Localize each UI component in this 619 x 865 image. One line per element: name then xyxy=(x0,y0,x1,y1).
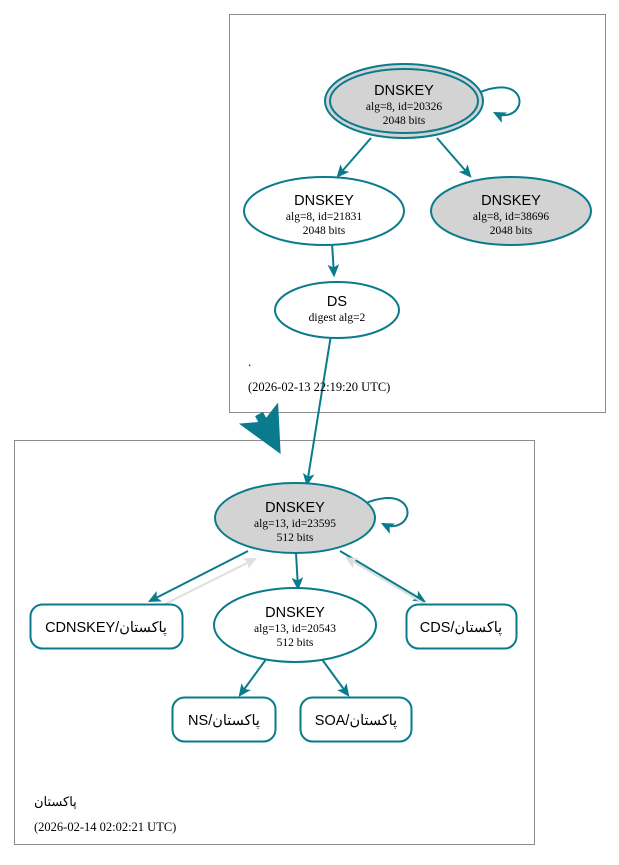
zone-timestamp-root: (2026-02-13 22:19:20 UTC) xyxy=(248,380,390,394)
node-dnskey-20543-title: DNSKEY xyxy=(265,605,325,621)
edge-dnskey20326-to-dnskey21831 xyxy=(336,137,372,178)
edge-dnskey23595-self xyxy=(365,497,409,534)
node-dnskey-23595-title: DNSKEY xyxy=(265,500,325,516)
edge-dnskey20326-self xyxy=(477,86,521,123)
node-dnskey-21831-title: DNSKEY xyxy=(294,193,354,209)
node-dnskey-20326-title: DNSKEY xyxy=(374,83,434,99)
node-dnskey-38696[interactable]: DNSKEY alg=8, id=38696 2048 bits xyxy=(430,176,592,246)
node-dnskey-20326-line2: alg=8, id=20326 xyxy=(366,101,442,113)
node-dnskey-20326-line3: 2048 bits xyxy=(383,115,426,127)
node-dnskey-20326[interactable]: DNSKEY alg=8, id=20326 2048 bits xyxy=(324,63,484,139)
node-ds-line2: digest alg=2 xyxy=(309,312,366,324)
zone-timestamp-pakistan: (2026-02-14 02:02:21 UTC) xyxy=(34,820,176,834)
rrset-ns-label: پاکستان/NS xyxy=(188,713,260,729)
node-dnskey-20543[interactable]: DNSKEY alg=13, id=20543 512 bits xyxy=(213,587,377,663)
node-dnskey-21831[interactable]: DNSKEY alg=8, id=21831 2048 bits xyxy=(243,176,405,246)
edge-dnskey20326-to-dnskey38696 xyxy=(436,137,472,178)
edge-cds-to-dnskey23595 xyxy=(344,556,431,608)
edge-dnskey23595-to-cdnskey xyxy=(147,550,249,603)
rrset-soa[interactable]: پاکستان/SOA xyxy=(299,696,413,743)
node-dnskey-23595-line2: alg=13, id=23595 xyxy=(254,518,336,530)
node-dnskey-38696-line3: 2048 bits xyxy=(490,225,533,237)
node-dnskey-20543-line2: alg=13, id=20543 xyxy=(254,623,336,635)
rrset-cdnskey[interactable]: پاکستان/CDNSKEY xyxy=(29,603,184,650)
rrset-cdnskey-label: پاکستان/CDNSKEY xyxy=(45,620,167,636)
edge-dnskey20543-to-ns xyxy=(238,657,268,697)
node-ds-title: DS xyxy=(327,294,347,310)
node-dnskey-20543-line3: 512 bits xyxy=(277,637,314,649)
zone-label-pakistan: پاکستان xyxy=(34,794,77,810)
zone-label-root: . xyxy=(248,354,251,369)
edge-cdnskey-to-dnskey23595 xyxy=(156,557,258,609)
node-dnskey-21831-line3: 2048 bits xyxy=(303,225,346,237)
node-dnskey-23595[interactable]: DNSKEY alg=13, id=23595 512 bits xyxy=(214,482,376,554)
edge-zone-delegation xyxy=(238,402,281,455)
rrset-cds[interactable]: پاکستان/CDS xyxy=(405,603,518,650)
rrset-soa-label: پاکستان/SOA xyxy=(315,713,397,729)
edge-dnskey23595-to-dnskey20543 xyxy=(291,552,304,591)
edge-dnskey20543-to-soa xyxy=(320,657,350,697)
node-dnskey-23595-line3: 512 bits xyxy=(277,532,314,544)
edge-ds-to-dnskey23595 xyxy=(302,334,332,487)
edge-dnskey21831-to-ds xyxy=(327,242,340,278)
node-dnskey-21831-line2: alg=8, id=21831 xyxy=(286,211,362,223)
node-dnskey-38696-title: DNSKEY xyxy=(481,193,541,209)
rrset-cds-label: پاکستان/CDS xyxy=(420,620,502,636)
node-ds[interactable]: DS digest alg=2 xyxy=(274,281,400,339)
rrset-ns[interactable]: پاکستان/NS xyxy=(171,696,277,743)
node-dnskey-38696-line2: alg=8, id=38696 xyxy=(473,211,549,223)
